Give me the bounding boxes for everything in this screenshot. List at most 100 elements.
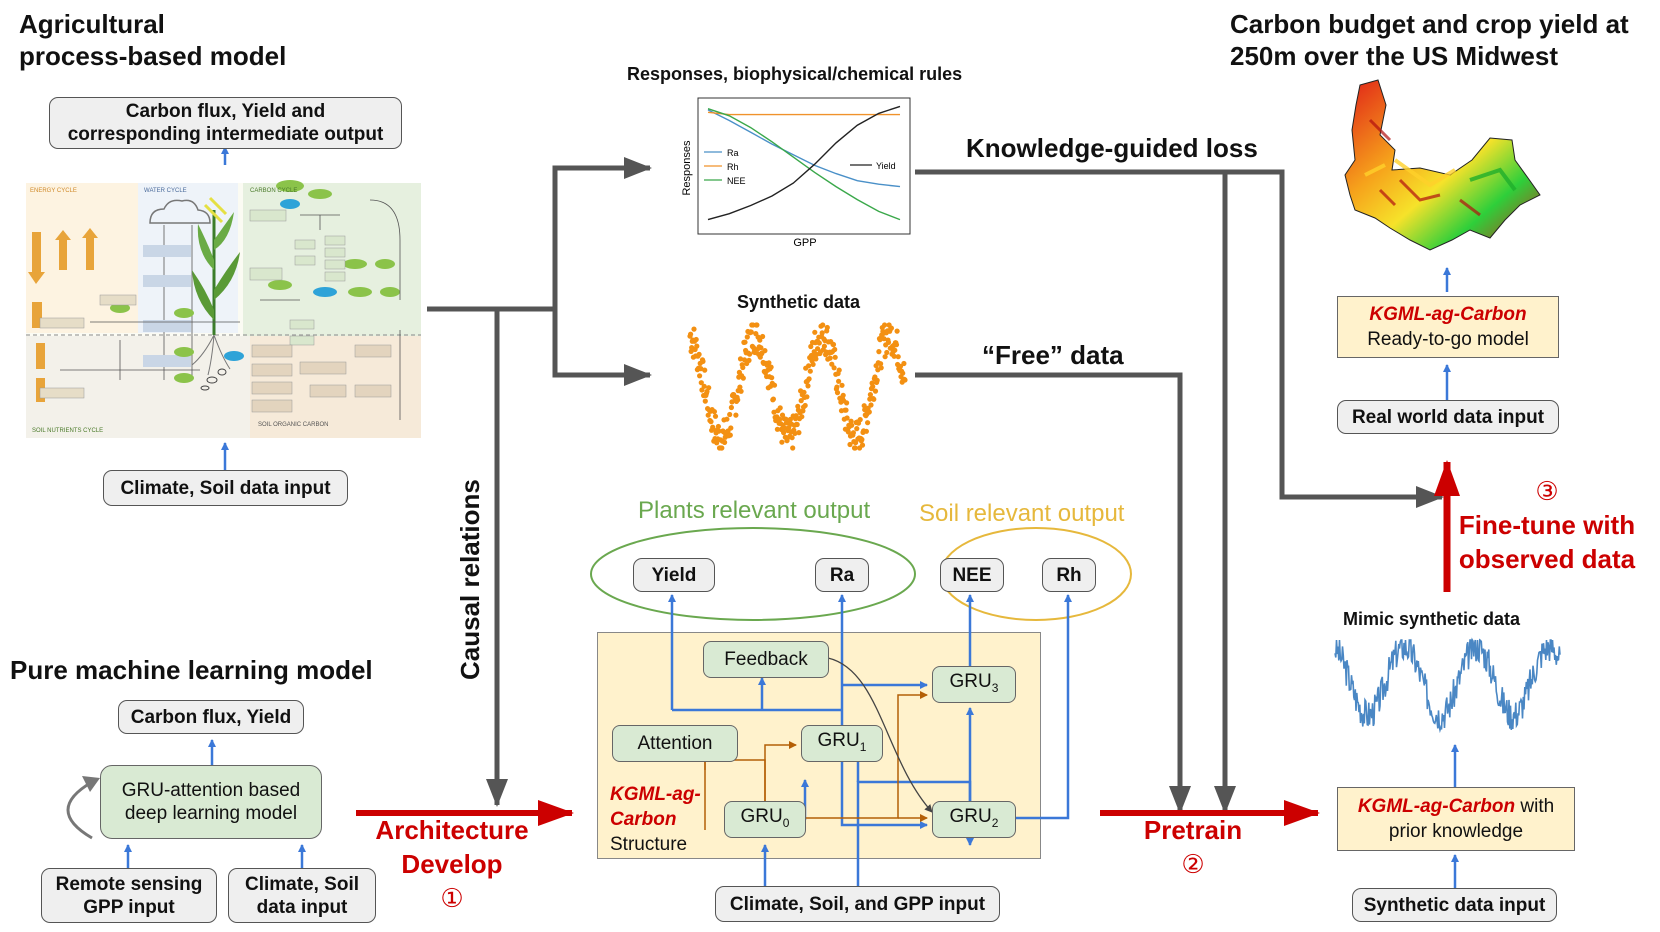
synthetic-dot [808,343,814,350]
synthetic-dot [712,413,719,419]
synthetic-dot [708,419,714,425]
synthetic-dot [900,370,906,376]
synthetic-dot [893,342,900,348]
synthetic-dot [738,388,744,394]
gru0-label: GRU [740,805,783,827]
synthetic-dot [901,360,907,367]
responses-title: Responses, biophysical/chemical rules [627,64,963,84]
synthetic-dot [696,351,702,357]
free-data-label: “Free” data [982,340,1124,370]
synthetic-dot [693,336,699,343]
energy-cycle-label: ENERGY CYCLE [30,188,77,194]
rh-output-box: Rh [1042,558,1096,592]
gru-attention-model-box: GRU-attention based deep learning model [100,765,322,839]
synthetic-dot [885,339,892,345]
gru1-sub: 1 [859,739,867,754]
legend-yield: Yield [876,161,896,171]
synthetic-dot [774,426,781,432]
synthetic-dot [740,375,746,381]
synthetic-dot [881,336,887,342]
synthetic-dot [845,429,851,435]
plants-output-label: Plants relevant output [638,497,871,524]
process-model-title-line2: process-based model [19,41,287,71]
soil-output-label: Soil relevant output [919,500,1125,527]
carbon-cycle-label: CARBON CYCLE [250,188,297,194]
arch-develop-number: ① [440,883,464,913]
synthetic-dot [852,445,858,451]
kgml-input-label: Climate, Soil, and GPP input [729,893,986,915]
climate-soil-line1: Climate, Soil [244,873,360,895]
chart-ylabel: Responses [681,140,693,196]
plants-output-ellipse [590,527,916,621]
finetune-line2: observed data [1458,544,1636,574]
legend-rh: Rh [727,162,739,172]
synthetic-dot [877,337,883,343]
synthetic-dot [872,388,879,394]
carbon-budget-line2: 250m over the US Midwest [1230,41,1558,71]
nee-output-box: NEE [940,558,1004,592]
synthetic-dot [836,367,842,373]
synthetic-dot [770,396,777,402]
chart-series-yield [707,105,901,221]
synthetic-dot [854,426,860,432]
synthetic-dot [688,331,694,337]
gru1-box: GRU1 [801,725,883,762]
synthetic-input-label: Synthetic data input [1363,894,1546,916]
synthetic-dot [820,322,826,328]
synthetic-dot [716,428,722,434]
synthetic-dot [796,430,802,436]
synthetic-dot [729,399,735,405]
finetune-line1: Fine-tune with [1458,510,1636,540]
synthetic-dot [806,376,812,382]
ready-to-go-box: KGML-ag-Carbon Ready-to-go model [1337,296,1559,358]
legend-nee: NEE [727,176,746,186]
ml-output-label: Carbon flux, Yield [130,706,292,728]
pretrain-number: ② [1181,849,1205,879]
soil-carbon-label: SOIL ORGANIC CARBON [258,422,328,428]
synthetic-dot [702,367,708,373]
synthetic-dot [870,384,876,390]
prior-knowledge-box: KGML-ag-Carbon with prior knowledge [1337,787,1575,851]
synthetic-dot [892,347,898,353]
synthetic-dot [758,345,764,351]
synthetic-title: Synthetic data [737,292,861,312]
carbon-budget-title: Carbon budget and crop yield at 250m ove… [1230,8,1629,72]
mimic-title: Mimic synthetic data [1343,609,1521,629]
synthetic-dot [728,425,734,431]
chart-series-nee [707,108,901,221]
synthetic-dot [882,354,888,360]
synthetic-dot [843,407,849,413]
knowledge-loss-label: Knowledge-guided loss [966,133,1258,163]
synthetic-dot [701,383,707,389]
synthetic-dot [813,356,819,362]
prior-with: with [1515,796,1555,817]
synthetic-dot [891,353,897,359]
synthetic-input-box: Synthetic data input [1352,888,1557,922]
rh-output-label: Rh [1056,564,1082,586]
process-output-line2: corresponding intermediate output [67,124,384,145]
climate-soil-line2: data input [256,896,348,918]
kgml-structure-line3: Structure [610,834,688,855]
synthetic-dot [742,339,748,345]
gru2-sub: 2 [991,815,999,830]
synthetic-dot [786,425,792,431]
synthetic-dot [711,409,718,415]
feedback-label: Feedback [724,649,808,670]
synthetic-dot [865,420,871,426]
synthetic-dot [884,349,890,356]
synthetic-dot [831,365,837,371]
synthetic-dot [737,356,744,362]
synthetic-dot [824,324,830,331]
attention-box: Attention [612,725,738,762]
gru-model-line1: GRU-attention based [121,780,301,801]
causal-relations-label: Causal relations [455,479,485,680]
synthetic-dot [853,440,859,446]
synthetic-dot [710,426,716,432]
synthetic-dot [762,348,768,354]
synthetic-dot [861,403,867,409]
gru-model-line2: deep learning model [124,803,298,824]
arch-develop-line2: Develop [401,849,503,879]
mimic-synthetic-plot [1334,637,1561,734]
synthetic-dot [805,383,811,389]
synthetic-dot [722,439,728,445]
